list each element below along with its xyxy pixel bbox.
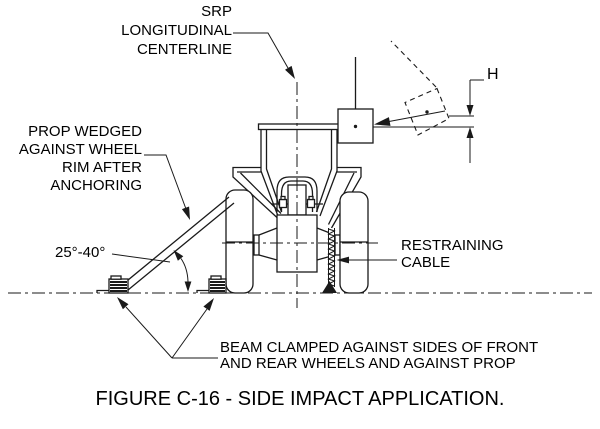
label-line: LONGITUDINAL xyxy=(121,22,232,39)
prop-wedged-label: PROP WEDGED AGAINST WHEEL RIM AFTER ANCH… xyxy=(19,123,142,195)
left-clamp xyxy=(96,275,129,294)
label-line: BEAM CLAMPED AGAINST SIDES OF FRONT xyxy=(220,339,539,356)
restraining-cable xyxy=(322,228,337,293)
restraining-cable-label: RESTRAINING CABLE xyxy=(401,237,504,271)
label-line: RIM AFTER xyxy=(61,159,142,176)
prop-angle-label: 25°-40° xyxy=(55,244,106,261)
beam-leader-arrows xyxy=(117,297,218,359)
height-dimension xyxy=(373,79,484,163)
left-wheel xyxy=(225,189,254,294)
srp-centerline-label: SRP LONGITUDINAL CENTERLINE xyxy=(121,2,232,59)
angle-dimension xyxy=(111,250,192,292)
label-line: SRP xyxy=(201,3,232,20)
cable-ground-anchor xyxy=(322,281,337,293)
displaced-device-dashed xyxy=(390,40,450,136)
right-clamp xyxy=(196,275,227,294)
label-line: CENTERLINE xyxy=(136,41,232,58)
force-arrow xyxy=(374,110,446,126)
prop-leader-arrow xyxy=(144,154,190,220)
load-application-device xyxy=(337,57,374,144)
rops-frame xyxy=(257,123,341,217)
label-line: AGAINST WHEEL xyxy=(18,141,142,158)
label-line: AND REAR WHEELS AND AGAINST PROP xyxy=(220,355,516,372)
figure-caption: FIGURE C-16 - SIDE IMPACT APPLICATION. xyxy=(95,388,505,410)
restraining-leader-arrow xyxy=(336,256,397,264)
label-line: PROP WEDGED xyxy=(28,123,142,140)
label-line: RESTRAINING xyxy=(401,237,504,254)
seat xyxy=(271,176,323,216)
label-line: ANCHORING xyxy=(50,177,142,194)
height-dimension-label: H xyxy=(487,66,499,83)
label-line: CABLE xyxy=(401,254,451,271)
srp-leader-arrow xyxy=(233,32,295,79)
beam-clamps xyxy=(96,275,227,294)
beam-clamped-label: BEAM CLAMPED AGAINST SIDES OF FRONT AND … xyxy=(220,340,538,372)
centerlines xyxy=(222,82,378,308)
prop-beam xyxy=(121,196,235,291)
